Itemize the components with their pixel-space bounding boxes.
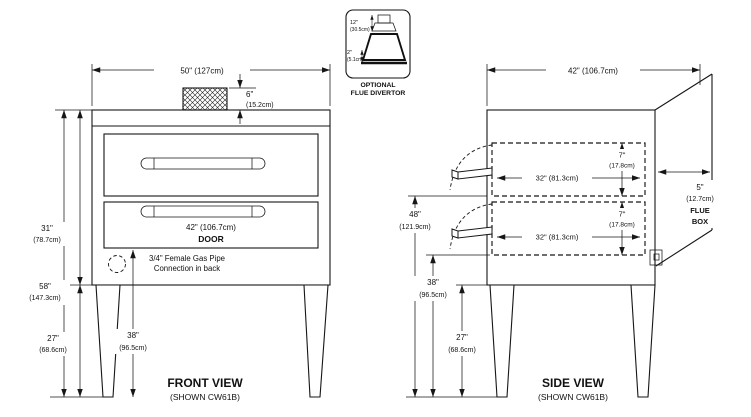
lower-deck: 7" (17.8cm) 32" (81.3cm) bbox=[491, 201, 646, 256]
door-handle-lower bbox=[140, 205, 266, 218]
front-extension-lines bbox=[50, 109, 104, 398]
front-leg-height-in: 27" bbox=[47, 334, 59, 343]
inset-height-cm: (30.5cm) bbox=[350, 27, 370, 33]
upper-deck-opening-cm: (17.8cm) bbox=[609, 163, 635, 170]
side-leg-height-in: 27" bbox=[456, 333, 468, 342]
side-extension-lines bbox=[406, 195, 498, 398]
front-total-height-in: 58" bbox=[39, 282, 51, 291]
inset-border bbox=[345, 9, 411, 79]
front-door-upper bbox=[103, 133, 319, 197]
side-view-title-block: SIDE VIEW (SHOWN CW61B) bbox=[538, 376, 608, 402]
flue-divertor-shape bbox=[361, 14, 407, 65]
inset-caption-line1: OPTIONAL bbox=[360, 82, 395, 89]
gas-note-line1: 3/4" Female Gas Pipe bbox=[149, 254, 225, 263]
side-lower-height-cm: (96.5cm) bbox=[419, 292, 447, 299]
front-total-height-cm: (147.3cm) bbox=[29, 295, 61, 302]
front-view-title: FRONT VIEW bbox=[167, 376, 243, 390]
upper-deck: 7" (17.8cm) 32" (81.3cm) bbox=[491, 142, 646, 197]
inset-height-dimension: 12" (30.5cm) bbox=[350, 15, 374, 33]
side-right-leg bbox=[630, 284, 656, 398]
front-right-leg bbox=[303, 284, 329, 398]
front-vent-height-cm: (15.2cm) bbox=[246, 102, 274, 109]
gas-connection-note: 3/4" Female Gas Pipe Connection in back bbox=[108, 254, 225, 273]
front-view-title-block: FRONT VIEW (SHOWN CW61B) bbox=[167, 376, 243, 402]
deck-door-swings bbox=[449, 144, 493, 250]
side-lower-height-in: 38" bbox=[427, 278, 439, 287]
inset-lip-dimension: 2" (5.1cm) bbox=[347, 50, 364, 63]
vent-grille bbox=[182, 87, 228, 111]
front-view: 50" (127cm) 6" (15.2cm) bbox=[23, 63, 331, 402]
upper-deck-depth-label: 32" (81.3cm) bbox=[536, 174, 579, 183]
front-view-subtitle: (SHOWN CW61B) bbox=[170, 392, 240, 402]
door-latch bbox=[649, 249, 663, 266]
inset-lip-in: 2" bbox=[347, 50, 352, 56]
side-upper-height-cm: (121.9cm) bbox=[399, 224, 431, 231]
gas-note-line2: Connection in back bbox=[154, 264, 220, 273]
inset-height-in: 12" bbox=[350, 20, 358, 26]
front-body-height-dimension: 31" (78.7cm) bbox=[26, 110, 83, 285]
door-handle-upper bbox=[140, 157, 266, 170]
front-legs bbox=[95, 284, 329, 398]
front-overall-width-label: 50" (127cm) bbox=[180, 67, 224, 76]
front-left-leg bbox=[95, 284, 121, 398]
gas-inlet-circle bbox=[108, 255, 126, 273]
side-leg-height-dimension: 27" (68.6cm) bbox=[440, 285, 485, 397]
inset-lip-cm: (5.1cm) bbox=[347, 57, 364, 63]
flue-box-in: 5" bbox=[696, 183, 703, 192]
flue-box-dimension: 5" (12.7cm) FLUE BOX bbox=[658, 169, 724, 228]
front-door-width-label: 42" (106.7cm) bbox=[186, 223, 236, 232]
side-overall-depth-label: 42" (106.7cm) bbox=[568, 67, 618, 76]
side-view: 42" (106.7cm) 5" (12.7cm) FLUE BOX bbox=[392, 63, 724, 402]
front-leg-height-dimension: 27" (68.6cm) bbox=[32, 285, 83, 397]
front-oven-body: 42" (106.7cm) DOOR bbox=[91, 109, 331, 286]
front-deck-height-dimension: 38" (96.5cm) bbox=[110, 250, 156, 397]
lower-deck-opening-cm: (17.8cm) bbox=[609, 222, 635, 229]
lower-deck-opening-in: 7" bbox=[619, 210, 626, 219]
front-body-height-cm: (78.7cm) bbox=[33, 237, 61, 244]
flue-box-label1: FLUE bbox=[690, 206, 710, 215]
side-view-subtitle: (SHOWN CW61B) bbox=[538, 392, 608, 402]
front-vent-dimension: 6" (15.2cm) bbox=[229, 74, 274, 124]
front-body-height-in: 31" bbox=[41, 224, 53, 233]
side-oven-body bbox=[486, 109, 656, 286]
flue-divertor-inset: 12" (30.5cm) 2" (5.1cm) OPTIONAL FLUE DI… bbox=[345, 9, 411, 97]
front-vent-height-in: 6" bbox=[246, 90, 253, 99]
front-deck-height-cm: (96.5cm) bbox=[119, 345, 147, 352]
open-door-flap bbox=[654, 73, 713, 267]
side-lower-height-dimension: 38" (96.5cm) bbox=[410, 255, 456, 397]
side-view-title: SIDE VIEW bbox=[542, 376, 605, 390]
side-upper-height-in: 48" bbox=[409, 210, 421, 219]
front-door-lower bbox=[103, 201, 319, 249]
upper-deck-opening-in: 7" bbox=[619, 151, 626, 160]
side-legs bbox=[489, 284, 656, 398]
side-leg-height-cm: (68.6cm) bbox=[448, 347, 476, 354]
front-leg-height-cm: (68.6cm) bbox=[39, 347, 67, 354]
side-overall-depth-dimension: 42" (106.7cm) bbox=[486, 63, 701, 106]
lower-deck-depth-label: 32" (81.3cm) bbox=[536, 233, 579, 242]
front-deck-height-in: 38" bbox=[127, 331, 139, 340]
flue-box-cm: (12.7cm) bbox=[686, 196, 714, 203]
front-door-label: DOOR bbox=[198, 234, 224, 244]
front-overall-width-dimension: 50" (127cm) bbox=[91, 63, 331, 106]
side-left-leg bbox=[489, 284, 515, 398]
inset-caption-line2: FLUE DIVERTOR bbox=[351, 90, 406, 97]
flue-box-label2: BOX bbox=[692, 217, 708, 226]
